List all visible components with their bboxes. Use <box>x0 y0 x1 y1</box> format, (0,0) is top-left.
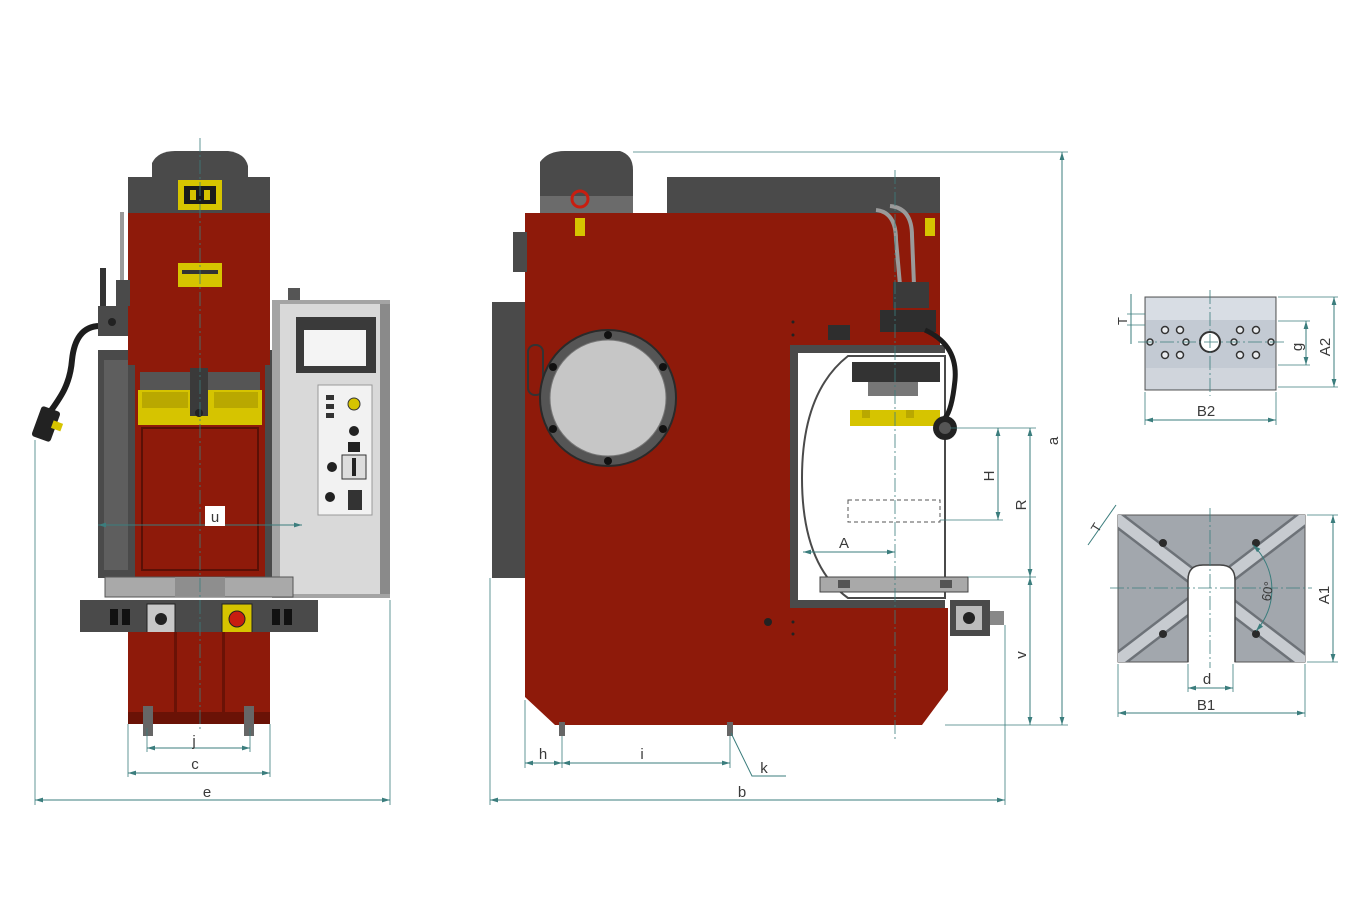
lifting-eye <box>570 189 590 209</box>
left-column-inner <box>104 360 128 570</box>
dim-T-top-label: T <box>1115 317 1130 325</box>
proximity-sensor <box>828 325 850 340</box>
dim-v-label: v <box>1013 651 1030 659</box>
dim-e-label: e <box>203 784 211 801</box>
ram-sensor <box>190 368 208 416</box>
dim-B1-label: B1 <box>1197 697 1215 714</box>
dim-c-label: c <box>191 756 199 773</box>
tool-outline-lowered <box>847 499 941 523</box>
dim-k-label: k <box>760 760 768 777</box>
connector-block <box>513 232 527 272</box>
dim-a-label: a <box>1045 436 1062 445</box>
dim-T-groove-label: T <box>1088 520 1105 535</box>
dim-A2-label: A2 <box>1317 338 1334 356</box>
dim-u-label-bg <box>205 506 225 526</box>
dim-j-label: j <box>191 733 195 750</box>
dim-u-label: u <box>211 509 219 526</box>
dim-R-label: R <box>1013 499 1030 510</box>
top-stop-block <box>116 280 130 306</box>
upper-frame <box>128 213 270 365</box>
dim-H-label: H <box>981 471 998 482</box>
indicator-lamp <box>347 397 361 411</box>
angle-label: 60° <box>1258 580 1276 602</box>
dim-A-label: A <box>839 535 849 552</box>
cylinder-body <box>852 362 940 382</box>
side-motor-cap <box>540 151 633 196</box>
warning-sticker-left <box>575 218 585 236</box>
tool-plate-top: A2 g T B2 <box>1115 290 1338 425</box>
side-foot-left <box>559 722 565 736</box>
control-knob-icon <box>349 426 359 436</box>
control-panel <box>272 288 390 598</box>
key-switch-icon <box>348 442 360 452</box>
side-foot-right <box>727 722 733 736</box>
dim-i-label: i <box>640 746 643 763</box>
hose-plug-tip <box>50 420 64 432</box>
side-handle <box>527 344 544 396</box>
sensor-cable <box>923 327 958 420</box>
pedal-connector <box>990 611 1004 625</box>
hydraulic-hose <box>47 323 101 414</box>
hose-plug <box>31 406 61 442</box>
side-press-table <box>819 576 969 593</box>
side-rear-panel <box>492 302 525 578</box>
valve-unit <box>893 282 929 308</box>
foot-right <box>244 706 254 736</box>
side-view: a b h i k H R v A <box>489 151 1068 805</box>
dim-k-leader <box>730 732 786 777</box>
warning-sticker-right <box>925 218 935 236</box>
angle-arc <box>1252 544 1273 632</box>
sensor-cable <box>100 268 106 308</box>
hydraulic-pipes <box>875 204 916 286</box>
dim-b-label: b <box>738 784 746 801</box>
dim-B2-label: B2 <box>1197 403 1215 420</box>
push-button-icon-2 <box>325 492 335 502</box>
panel-latch <box>288 288 300 300</box>
usb-port-icon <box>348 490 362 510</box>
dim-h-label: h <box>539 746 547 763</box>
tool-plate-bottom: 60° T A1 d B1 <box>1087 504 1338 717</box>
dim-T-groove-line <box>1087 504 1117 546</box>
front-view: u j c e <box>31 138 391 805</box>
inspection-window <box>539 329 677 467</box>
throat-edge <box>790 345 945 608</box>
dim-d-label: d <box>1203 671 1211 688</box>
dim-A1-label: A1 <box>1316 586 1333 604</box>
push-button-icon <box>327 462 337 472</box>
dim-g-label: g <box>1289 343 1306 351</box>
hmi-screen <box>304 330 366 366</box>
foot-left <box>143 706 153 736</box>
